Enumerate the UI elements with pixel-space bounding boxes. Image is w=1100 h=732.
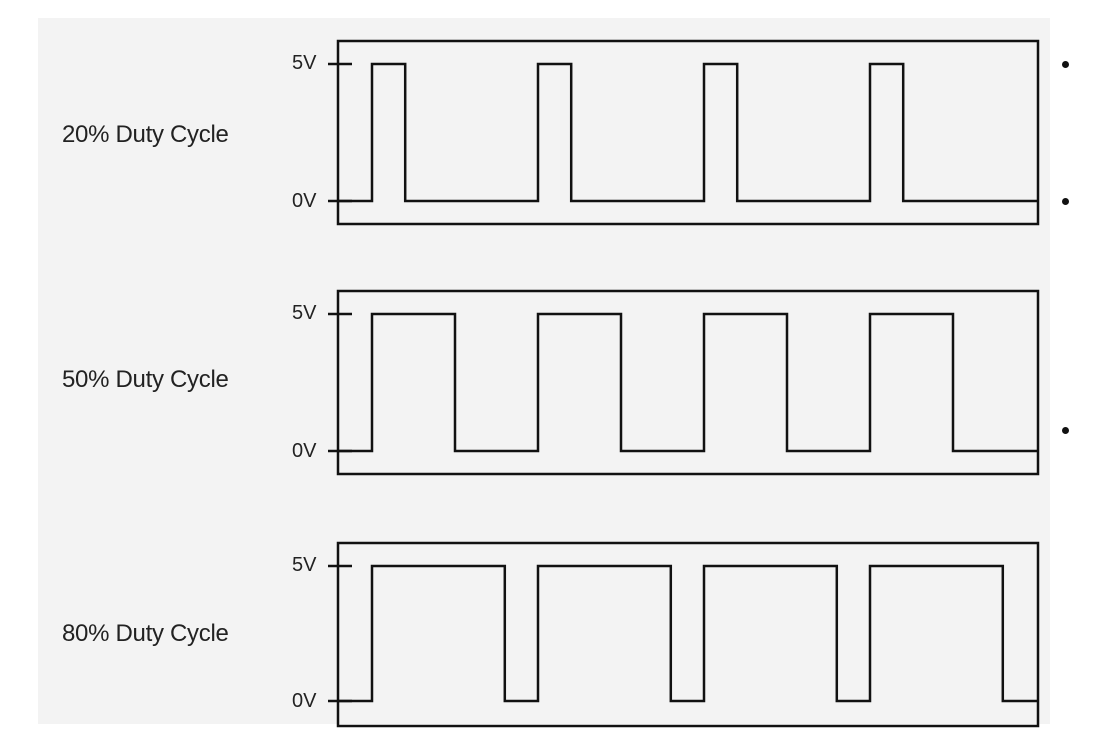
high-level-label-20: 5V <box>292 52 317 74</box>
low-level-label-50: 0V <box>292 440 317 462</box>
bullet-dot <box>1062 61 1069 68</box>
panel-frame-80 <box>336 541 1040 728</box>
panel-frame-50 <box>336 289 1040 476</box>
low-level-label-80: 0V <box>292 690 317 712</box>
high-level-label-50: 5V <box>292 302 317 324</box>
bullet-dot <box>1062 427 1069 434</box>
low-level-label-20: 0V <box>292 190 317 212</box>
row-label-50: 50% Duty Cycle <box>62 366 229 393</box>
panel-frame-20 <box>336 39 1040 226</box>
waveform-20 <box>338 62 1038 203</box>
row-label-80: 80% Duty Cycle <box>62 620 229 647</box>
high-level-label-80: 5V <box>292 554 317 576</box>
waveform-80 <box>338 564 1038 703</box>
waveform-50 <box>338 312 1038 453</box>
row-label-20: 20% Duty Cycle <box>62 121 229 148</box>
bullet-dot <box>1062 198 1069 205</box>
diagram-background <box>38 18 1050 724</box>
